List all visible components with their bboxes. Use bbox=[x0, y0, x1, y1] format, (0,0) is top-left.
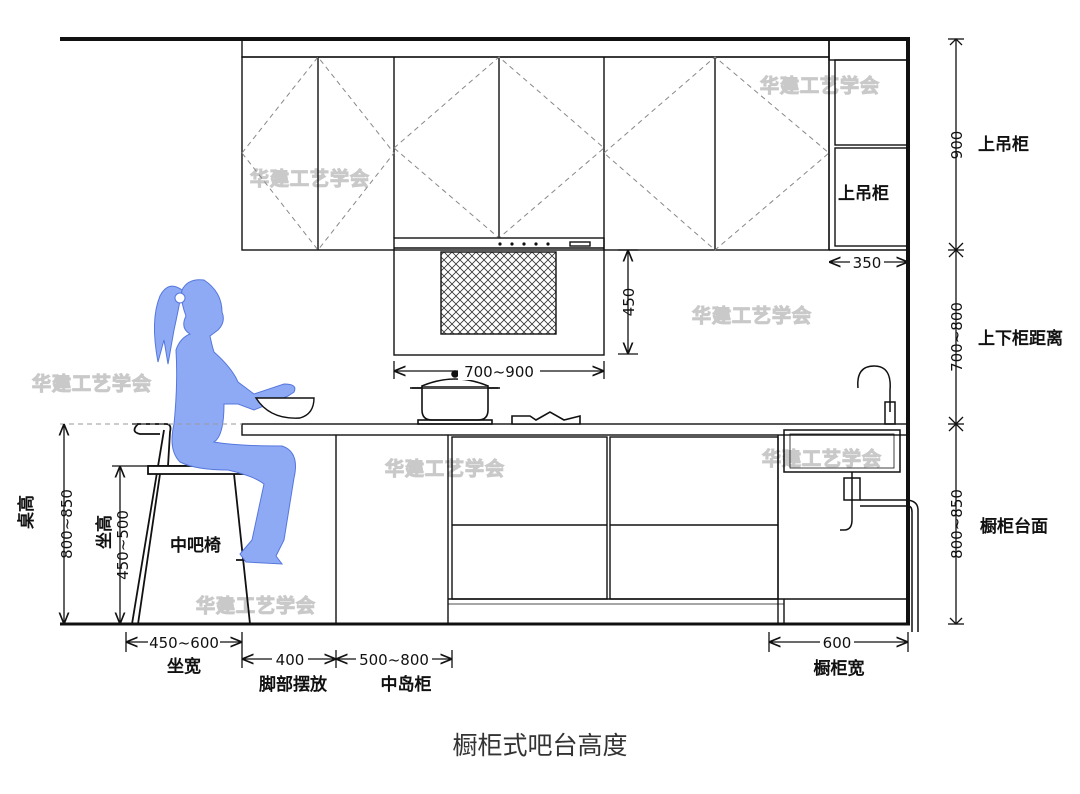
counter-label: 橱柜台面 bbox=[980, 516, 1048, 537]
watermark: 华建工艺学会 bbox=[196, 594, 316, 617]
watermark: 华建工艺学会 bbox=[762, 447, 882, 470]
right-dimension-line bbox=[948, 38, 964, 625]
cabinet-width-label: 橱柜宽 bbox=[814, 658, 865, 679]
watermark: 华建工艺学会 bbox=[760, 74, 880, 97]
foot-space-label: 脚部摆放 bbox=[259, 674, 328, 695]
foot-space-value: 400 bbox=[276, 651, 305, 669]
island-width-bg bbox=[356, 650, 432, 668]
table-height-value: 800~850 bbox=[58, 489, 76, 559]
island-width-value: 500~800 bbox=[359, 651, 429, 669]
side-depth-bg bbox=[850, 253, 884, 271]
island-label: 中岛柜 bbox=[381, 674, 432, 695]
cabinet-width-value: 600 bbox=[823, 634, 852, 652]
watermark: 华建工艺学会 bbox=[32, 372, 152, 395]
hood-width-bg bbox=[458, 362, 540, 380]
hood-height-value: 450 bbox=[620, 288, 638, 317]
table-height-label: 桌高 bbox=[16, 495, 37, 529]
watermark: 华建工艺学会 bbox=[385, 457, 505, 480]
seated-person bbox=[153, 279, 315, 565]
watermarks: 华建工艺学会 华建工艺学会 华建工艺学会 华建工艺学会 华建工艺学会 华建工艺学… bbox=[32, 74, 882, 618]
lower-cabinets bbox=[241, 423, 909, 624]
seat-height-value: 450~500 bbox=[114, 510, 132, 580]
gap-height: 700~800 bbox=[948, 302, 966, 372]
stove-pot bbox=[410, 370, 581, 425]
side-depth-value: 350 bbox=[853, 254, 882, 272]
upper-cabinet-height: 900 bbox=[948, 131, 966, 160]
foot-space-bg bbox=[272, 650, 308, 668]
upper-cabinet-label: 上吊柜 bbox=[978, 134, 1029, 155]
stool-label: 中吧椅 bbox=[170, 535, 221, 556]
side-cabinet-label: 上吊柜 bbox=[838, 183, 889, 204]
seat-height-label: 坐高 bbox=[94, 515, 115, 549]
diagram-caption: 橱柜式吧台高度 bbox=[452, 731, 628, 760]
counter-height: 800~850 bbox=[948, 489, 966, 559]
left-dimension-lines bbox=[64, 424, 148, 624]
watermark: 华建工艺学会 bbox=[250, 167, 370, 190]
seat-width-value: 450~600 bbox=[149, 634, 219, 652]
bottom-dimension-lines bbox=[125, 632, 909, 668]
sink-faucet bbox=[783, 365, 919, 632]
upper-cabinets bbox=[241, 39, 909, 251]
seat-width-bg bbox=[148, 633, 220, 651]
seat-width-label: 坐宽 bbox=[167, 656, 201, 677]
watermark: 华建工艺学会 bbox=[692, 304, 812, 327]
cabinet-width-bg bbox=[820, 633, 854, 651]
gap-label: 上下柜距离 bbox=[978, 328, 1063, 349]
range-hood bbox=[393, 237, 605, 356]
hood-width-value: 700~900 bbox=[464, 363, 534, 381]
